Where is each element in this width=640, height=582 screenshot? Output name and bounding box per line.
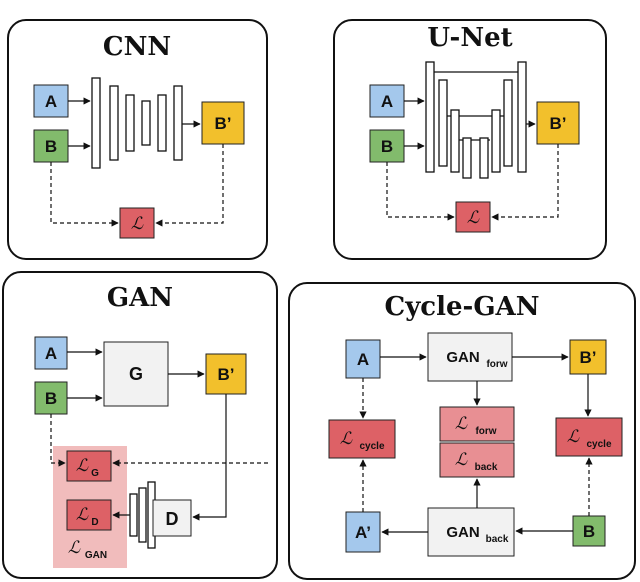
cyclegan-loss-cycle-right-subscript: cycle xyxy=(586,439,611,450)
unet-dashed-b-to-loss xyxy=(386,162,455,221)
unet-loss-box xyxy=(455,201,491,233)
cyclegan-output-b-prime-label: B’ xyxy=(580,348,597,367)
cnn-output-label: B’ xyxy=(215,114,232,133)
cyclegan-loss-cycle-left-subscript: cycle xyxy=(359,441,384,452)
cnn-panel-frame xyxy=(7,19,268,260)
gan-loss-g-subscript: G xyxy=(91,468,99,479)
gan-disc-layer xyxy=(129,493,138,537)
cyclegan-loss-forw-box xyxy=(439,406,515,442)
cnn-loss-label: ℒ xyxy=(131,214,144,234)
unet-loss-label: ℒ xyxy=(467,208,480,228)
unet-layer xyxy=(479,137,489,179)
cyclegan-loss-cycle-left xyxy=(328,419,396,459)
cyclegan-title: Cycle-GAN xyxy=(385,292,540,322)
unet-layer xyxy=(517,61,527,173)
unet-output-b-prime xyxy=(536,101,580,145)
gan-loss-gan-symbol: ℒ xyxy=(68,538,81,558)
gan-loss-d-box xyxy=(66,499,112,531)
gan-discriminator-label: D xyxy=(166,509,179,529)
cyclegan-loss-cycle-left-symbol: ℒ xyxy=(340,429,353,449)
gan-generator-label: G xyxy=(129,364,143,384)
cnn-layer xyxy=(125,94,135,152)
unet-layer xyxy=(462,137,472,179)
gan-output-b-prime xyxy=(205,353,247,395)
cyclegan-gan-back-box xyxy=(427,507,515,557)
cnn-layer-stack xyxy=(91,77,183,169)
cyclegan-input-a xyxy=(345,339,381,379)
cyclegan-loss-forw-subscript: forw xyxy=(475,426,496,437)
unet-layer xyxy=(503,79,513,167)
cyclegan-input-b-label: B xyxy=(583,522,595,541)
unet-panel: U-Net A B B’ ℒ xyxy=(333,19,607,260)
cnn-dashed-b-to-loss xyxy=(50,162,119,227)
cyclegan-gan-back-label: GAN xyxy=(446,524,479,541)
cyclegan-input-a-label: A xyxy=(357,350,369,369)
unet-input-b-label: B xyxy=(381,137,393,156)
gan-output-label: B’ xyxy=(218,365,235,384)
cyclegan-gan-back-subscript: back xyxy=(486,534,509,545)
gan-disc-layer xyxy=(138,487,147,543)
cnn-input-b-label: B xyxy=(45,137,57,156)
unet-layer xyxy=(450,109,460,173)
cyclegan-loss-forw-symbol: ℒ xyxy=(455,414,468,434)
cnn-input-a xyxy=(33,84,69,118)
gan-input-a xyxy=(34,336,68,370)
cnn-layer xyxy=(157,94,167,152)
cnn-layer xyxy=(109,85,119,161)
gan-arrow-output-to-d xyxy=(192,394,227,521)
cyclegan-output-a-prime-label: A’ xyxy=(355,523,371,542)
gan-input-a-label: A xyxy=(45,344,57,363)
cyclegan-gan-forw-label: GAN xyxy=(446,349,479,366)
unet-input-a xyxy=(369,84,405,118)
cnn-loss-box xyxy=(119,207,155,239)
gan-loss-gan-subscript: GAN xyxy=(85,550,107,561)
cnn-title: CNN xyxy=(103,32,171,62)
cnn-layer xyxy=(91,77,101,169)
gan-discriminator-box xyxy=(152,499,192,537)
cyclegan-loss-back-subscript: back xyxy=(475,462,498,473)
gan-dashed-b-to-loss-g xyxy=(50,414,66,467)
gan-panel: GAN A B G B’ ℒ G ℒ D ℒ GAN D xyxy=(2,271,278,579)
cnn-input-b xyxy=(33,129,69,163)
cnn-dashed-output-to-loss xyxy=(155,144,224,227)
gan-loss-g-box xyxy=(66,450,112,482)
cyclegan-panel: Cycle-GAN A GAN forw B’ ℒ cycle ℒ cycle … xyxy=(288,282,636,580)
cyclegan-input-b xyxy=(572,515,606,547)
cnn-panel: CNN A B B’ ℒ xyxy=(7,19,268,260)
gan-loss-g-symbol: ℒ xyxy=(76,456,89,476)
unet-dashed-output-to-loss xyxy=(491,144,559,221)
cyclegan-loss-cycle-right xyxy=(555,417,623,457)
gan-discriminator-stack xyxy=(129,481,192,549)
cyclegan-loss-back-symbol: ℒ xyxy=(455,450,468,470)
cyclegan-loss-back-box xyxy=(439,442,515,478)
gan-loss-d-subscript: D xyxy=(91,517,98,528)
cnn-layer xyxy=(173,85,183,161)
unet-layer xyxy=(425,61,435,173)
cnn-input-a-label: A xyxy=(45,92,57,111)
unet-layer-stack xyxy=(425,61,527,179)
gan-loss-d-symbol: ℒ xyxy=(76,505,89,525)
unet-layer xyxy=(491,109,501,173)
cyclegan-gan-forw-box xyxy=(427,332,513,382)
gan-input-b-label: B xyxy=(45,389,57,408)
cyclegan-gan-forw-subscript: forw xyxy=(486,359,507,370)
gan-title: GAN xyxy=(107,283,173,313)
cyclegan-output-b-prime xyxy=(569,339,607,375)
gan-input-b xyxy=(34,381,68,415)
unet-title: U-Net xyxy=(427,23,512,53)
cyclegan-loss-cycle-right-symbol: ℒ xyxy=(567,427,580,447)
unet-layer xyxy=(438,79,448,167)
cnn-layer xyxy=(141,100,151,146)
unet-input-a-label: A xyxy=(381,92,393,111)
unet-output-label: B’ xyxy=(550,114,567,133)
